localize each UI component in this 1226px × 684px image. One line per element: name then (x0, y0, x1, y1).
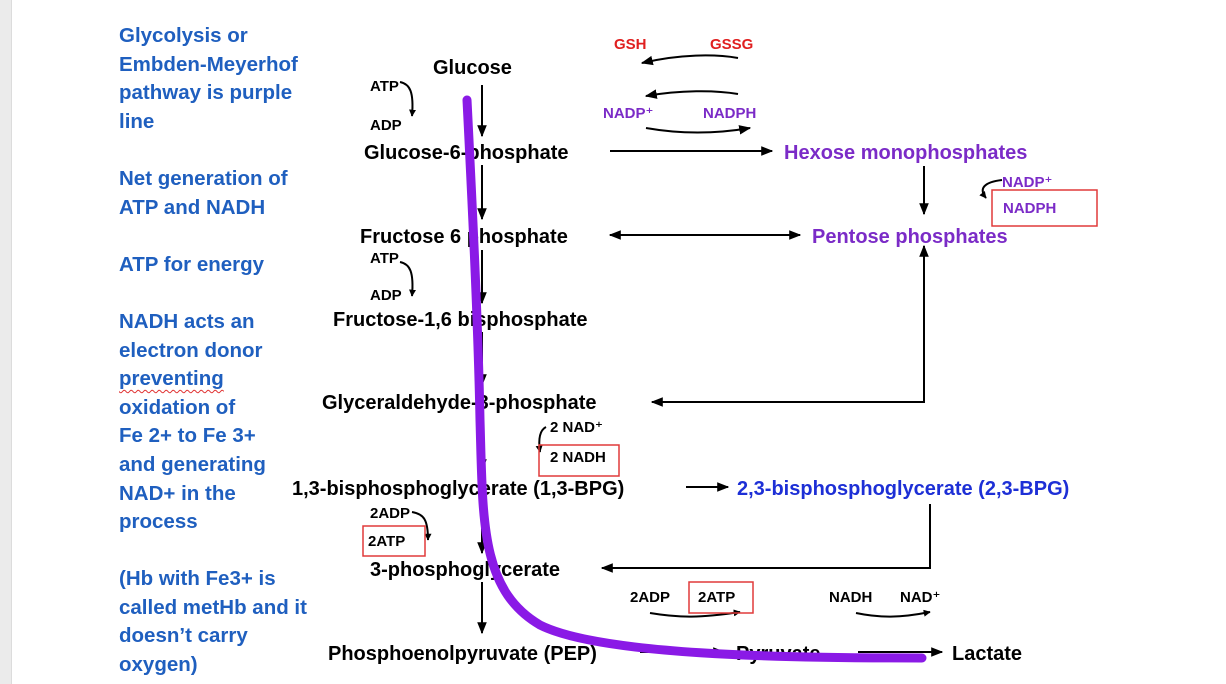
label-adp-1: ADP (370, 117, 402, 134)
label-23bpg: 2,3-bisphosphoglycerate (2,3-BPG) (737, 478, 1069, 500)
note-line: Fe 2+ to Fe 3+ (119, 424, 256, 448)
note-line: oxygen) (119, 653, 198, 677)
highlight-box-2nadh (538, 444, 620, 477)
nadp-nadph-arrow (645, 125, 752, 135)
label-glucose: Glucose (433, 57, 512, 79)
highlight-box-2atp-1 (362, 525, 426, 557)
highlight-box-2atp-2 (688, 581, 754, 614)
note-line: ATP for energy (119, 252, 265, 276)
label-f16bp: Fructose-1,6 bisphosphate (333, 309, 588, 331)
note-line: pathway is purple (119, 81, 293, 105)
spellcheck-word: preventing (119, 367, 224, 391)
glycolysis-purple-line (462, 95, 927, 663)
label-gssg: GSSG (710, 36, 753, 53)
note-line: NAD+ in the (119, 481, 236, 505)
label-adp-3: 2ADP (370, 505, 410, 522)
note-line: called metHb and it (119, 595, 307, 619)
note-line: and generating (119, 452, 266, 476)
note-line: doesn’t carry (119, 624, 248, 648)
atp-adp-arrow-1 (399, 81, 417, 117)
label-adp-2: ADP (370, 287, 402, 304)
label-nadp-2: NADP⁺ (1002, 174, 1052, 191)
note-line: process (119, 510, 198, 534)
label-g3p: Glyceraldehyde-3-phosphate (322, 392, 597, 414)
label-gsh: GSH (614, 36, 647, 53)
nadph-nadp-arrow (644, 89, 739, 99)
arrow-23bpg-3pg (600, 504, 931, 573)
adp-atp-arrow-3 (411, 511, 432, 541)
label-f6p: Fructose 6 phosphate (360, 226, 568, 248)
label-nad-2: 2 NAD⁺ (550, 419, 603, 436)
label-hexose: Hexose monophosphates (784, 142, 1027, 164)
label-adp-4: 2ADP (630, 589, 670, 606)
label-atp-1: ATP (370, 78, 399, 95)
note-line: electron donor (119, 338, 263, 362)
highlight-box-nadph-shunt (991, 189, 1098, 227)
label-nadp-1: NADP⁺ (603, 105, 653, 122)
nadp-nadph-shunt-arrow (979, 179, 1003, 199)
label-3pg: 3-phosphoglycerate (370, 559, 560, 581)
notes-panel: Glycolysis or Embden-Meyerhof pathway is… (119, 22, 344, 680)
nadh-nad-arrow (855, 609, 931, 618)
label-atp-4: 2ATP (698, 589, 735, 606)
note-line: (Hb with Fe3+ is (119, 567, 276, 591)
note-line: line (119, 109, 155, 133)
note-line: Glycolysis or (119, 24, 248, 47)
label-nadph-1: NADPH (703, 105, 756, 122)
note-line: NADH acts an (119, 309, 255, 333)
label-pentose: Pentose phosphates (812, 226, 1008, 248)
arrow-g3p-pentose (650, 244, 929, 407)
label-nadph-2: NADPH (1003, 200, 1056, 217)
label-13bpg: 1,3-bisphosphoglycerate (1,3-BPG) (292, 478, 624, 500)
note-line: ATP and NADH (119, 195, 266, 219)
label-atp-3: 2ATP (368, 533, 405, 550)
label-pep: Phosphoenolpyruvate (PEP) (328, 643, 597, 665)
note-line: oxidation of (119, 395, 236, 419)
nad-nadh-arrow (535, 426, 547, 453)
note-line: Net generation of (119, 166, 288, 190)
label-nadh-2: 2 NADH (550, 449, 606, 466)
gssg-gsh-arrow (640, 54, 739, 66)
atp-adp-arrow-2 (399, 261, 417, 297)
label-nadh-3: NADH (829, 589, 872, 606)
left-margin-bar (0, 0, 12, 684)
label-atp-2: ATP (370, 250, 399, 267)
label-nad-3: NAD⁺ (900, 589, 940, 606)
note-line: Embden-Meyerhof (119, 52, 298, 76)
label-lactate: Lactate (952, 643, 1022, 665)
